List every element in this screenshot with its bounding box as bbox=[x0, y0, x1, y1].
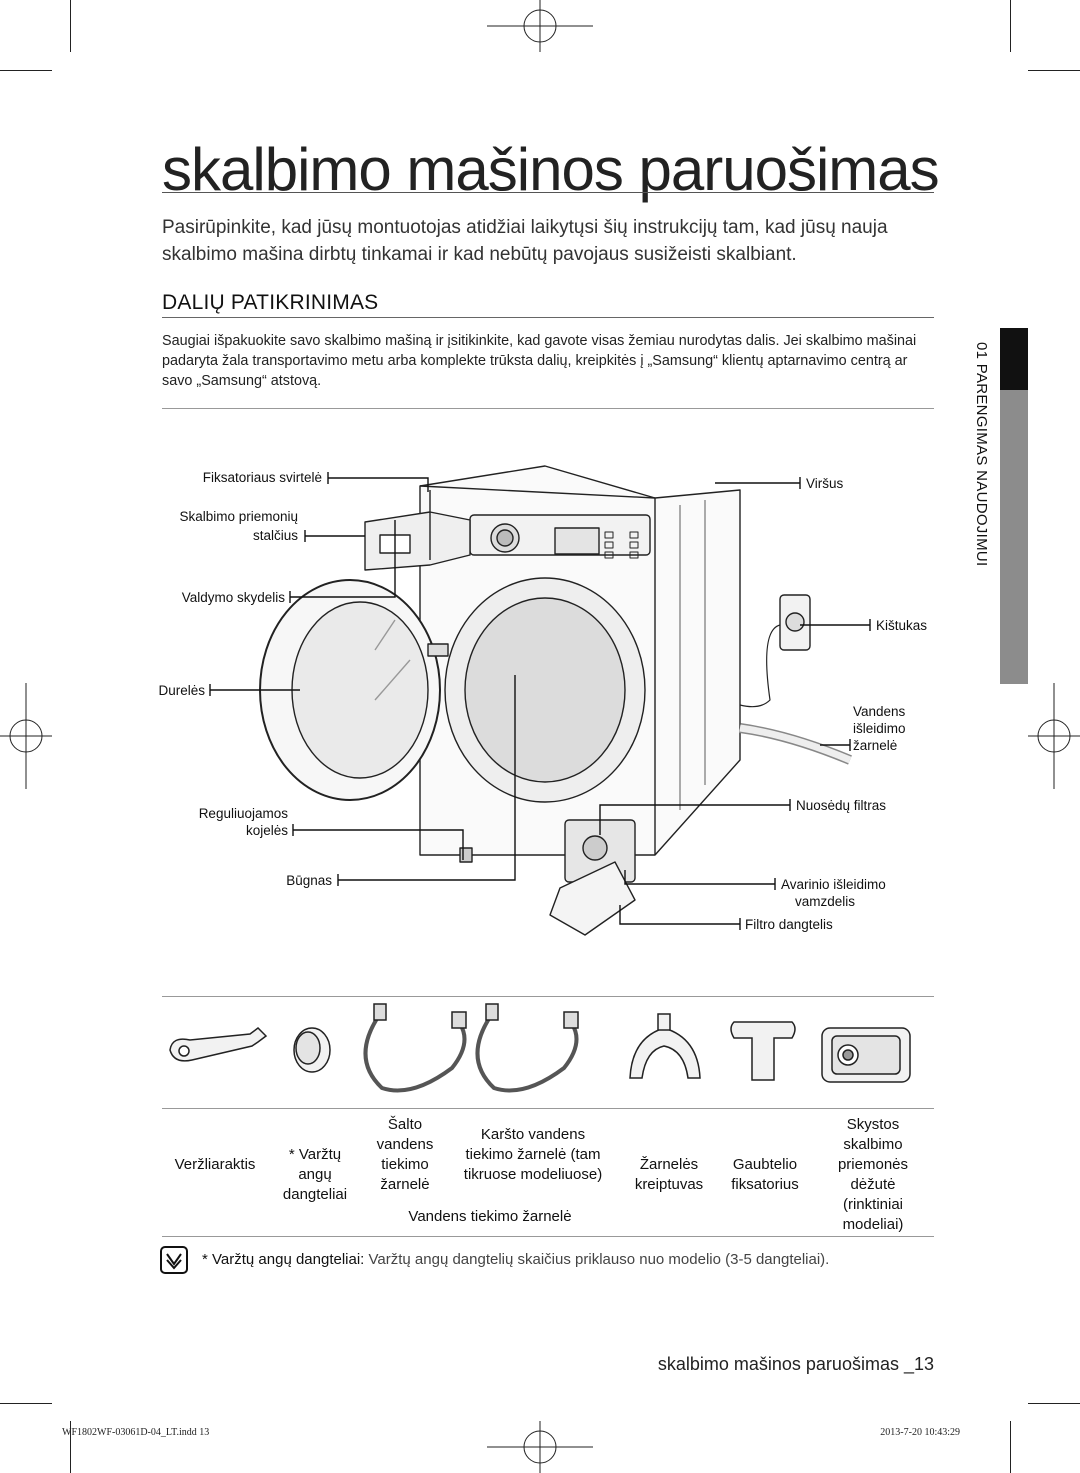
accessory-bolt-caps: * Varžtų angų dangteliai bbox=[282, 1146, 348, 1203]
accessory-detergent-box: Skystos skalbimo priemonės dėžutė (rinkt… bbox=[837, 1116, 909, 1233]
chapter-tab bbox=[966, 328, 1028, 684]
section-heading: DALIŲ PATIKRINIMAS bbox=[162, 291, 379, 314]
registration-mark-bottom bbox=[487, 1421, 593, 1473]
display-screen bbox=[554, 527, 600, 555]
label-detergent-drawer-1: Skalbimo priemonių bbox=[179, 509, 298, 524]
page-footer: skalbimo mašinos paruošimas _13 bbox=[657, 1354, 934, 1374]
label-filter-cover: Filtro dangtelis bbox=[745, 917, 833, 932]
wrench-icon bbox=[169, 1027, 268, 1062]
accessories-icons bbox=[169, 1003, 911, 1093]
title-divider bbox=[162, 192, 934, 193]
accessories-bottom-divider bbox=[162, 1236, 934, 1237]
label-adjustable-legs-1: Reguliuojamos bbox=[198, 806, 288, 821]
chapter-tab-bar bbox=[1000, 390, 1028, 684]
detergent-box-icon bbox=[821, 1027, 911, 1083]
label-fixing-lever: Fiksatoriaus svirtelė bbox=[202, 470, 322, 485]
registration-mark-top bbox=[487, 0, 593, 52]
section-divider bbox=[162, 317, 934, 318]
label-top: Viršus bbox=[806, 476, 844, 491]
intro-text: Pasirūpinkite, kad jūsų montuotojas atid… bbox=[162, 217, 888, 265]
accessories-top-divider bbox=[162, 996, 934, 997]
crop-mark bbox=[1028, 70, 1080, 71]
accessory-hose-guide: Žarnelės kreiptuvas bbox=[634, 1156, 704, 1193]
crop-mark bbox=[0, 1403, 52, 1404]
accessory-holder-cap: Gaubtelio fiksatorius bbox=[731, 1156, 799, 1193]
section-body: Saugiai išpakuokite savo skalbimo mašiną… bbox=[162, 333, 917, 389]
label-adjustable-legs-2: kojelės bbox=[245, 823, 288, 838]
label-drain-hose-1: Vandens bbox=[853, 704, 906, 719]
page-title: skalbimo mašinos paruošimas bbox=[162, 136, 940, 203]
accessory-hot-hose: Karšto vandens tiekimo žarnelė (tam tikr… bbox=[463, 1126, 603, 1183]
accessory-shared-label: Vandens tiekimo žarnelė bbox=[408, 1208, 572, 1225]
crop-mark bbox=[0, 70, 52, 71]
note-icon bbox=[160, 1246, 188, 1274]
note-text: * Varžtų angų dangteliai: Varžtų angų da… bbox=[202, 1251, 830, 1268]
hot-hose-icon bbox=[475, 1003, 579, 1093]
label-plug: Kištukas bbox=[876, 618, 928, 633]
crop-mark bbox=[70, 0, 71, 52]
label-drum: Būgnas bbox=[286, 873, 332, 888]
print-file-info: WF1802WF-03061D-04_LT.indd 13 bbox=[62, 1427, 210, 1438]
filter-cover bbox=[549, 861, 636, 936]
adjustable-legs bbox=[459, 847, 473, 863]
label-door: Durelės bbox=[158, 683, 205, 698]
cold-hose-icon bbox=[363, 1003, 467, 1093]
accessory-cold-hose: Šalto vandens tiekimo žarnelė bbox=[376, 1116, 434, 1193]
label-control-panel: Valdymo skydelis bbox=[181, 590, 285, 605]
accessory-wrench: Veržliaraktis bbox=[174, 1156, 256, 1173]
print-timestamp: 2013-7-20 10:43:29 bbox=[880, 1427, 960, 1438]
label-drain-hose-3: žarnelė bbox=[853, 738, 898, 753]
bolt-cap-icon bbox=[293, 1027, 331, 1073]
washing-machine-diagram bbox=[209, 465, 871, 936]
hose-guide-icon bbox=[629, 1013, 701, 1079]
label-debris-filter: Nuosėdų filtras bbox=[796, 798, 887, 813]
holder-cap-icon bbox=[730, 1021, 796, 1081]
accessories-mid-divider bbox=[162, 1108, 934, 1109]
label-emergency-drain-1: Avarinio išleidimo bbox=[781, 877, 886, 892]
registration-mark-right bbox=[1028, 683, 1080, 789]
label-detergent-drawer-2: stalčius bbox=[252, 528, 298, 543]
chapter-tab-label: 01 PARENGIMAS NAUDOJIMUI bbox=[973, 342, 990, 567]
registration-mark-left bbox=[0, 683, 52, 789]
body-divider bbox=[162, 408, 934, 409]
label-drain-hose-2: išleidimo bbox=[853, 721, 906, 736]
crop-mark bbox=[1010, 1421, 1011, 1473]
crop-mark bbox=[70, 1421, 71, 1473]
chapter-tab-marker bbox=[1000, 328, 1028, 390]
crop-mark bbox=[1010, 0, 1011, 52]
crop-mark bbox=[1028, 1403, 1080, 1404]
label-emergency-drain-2: vamzdelis bbox=[795, 894, 856, 909]
